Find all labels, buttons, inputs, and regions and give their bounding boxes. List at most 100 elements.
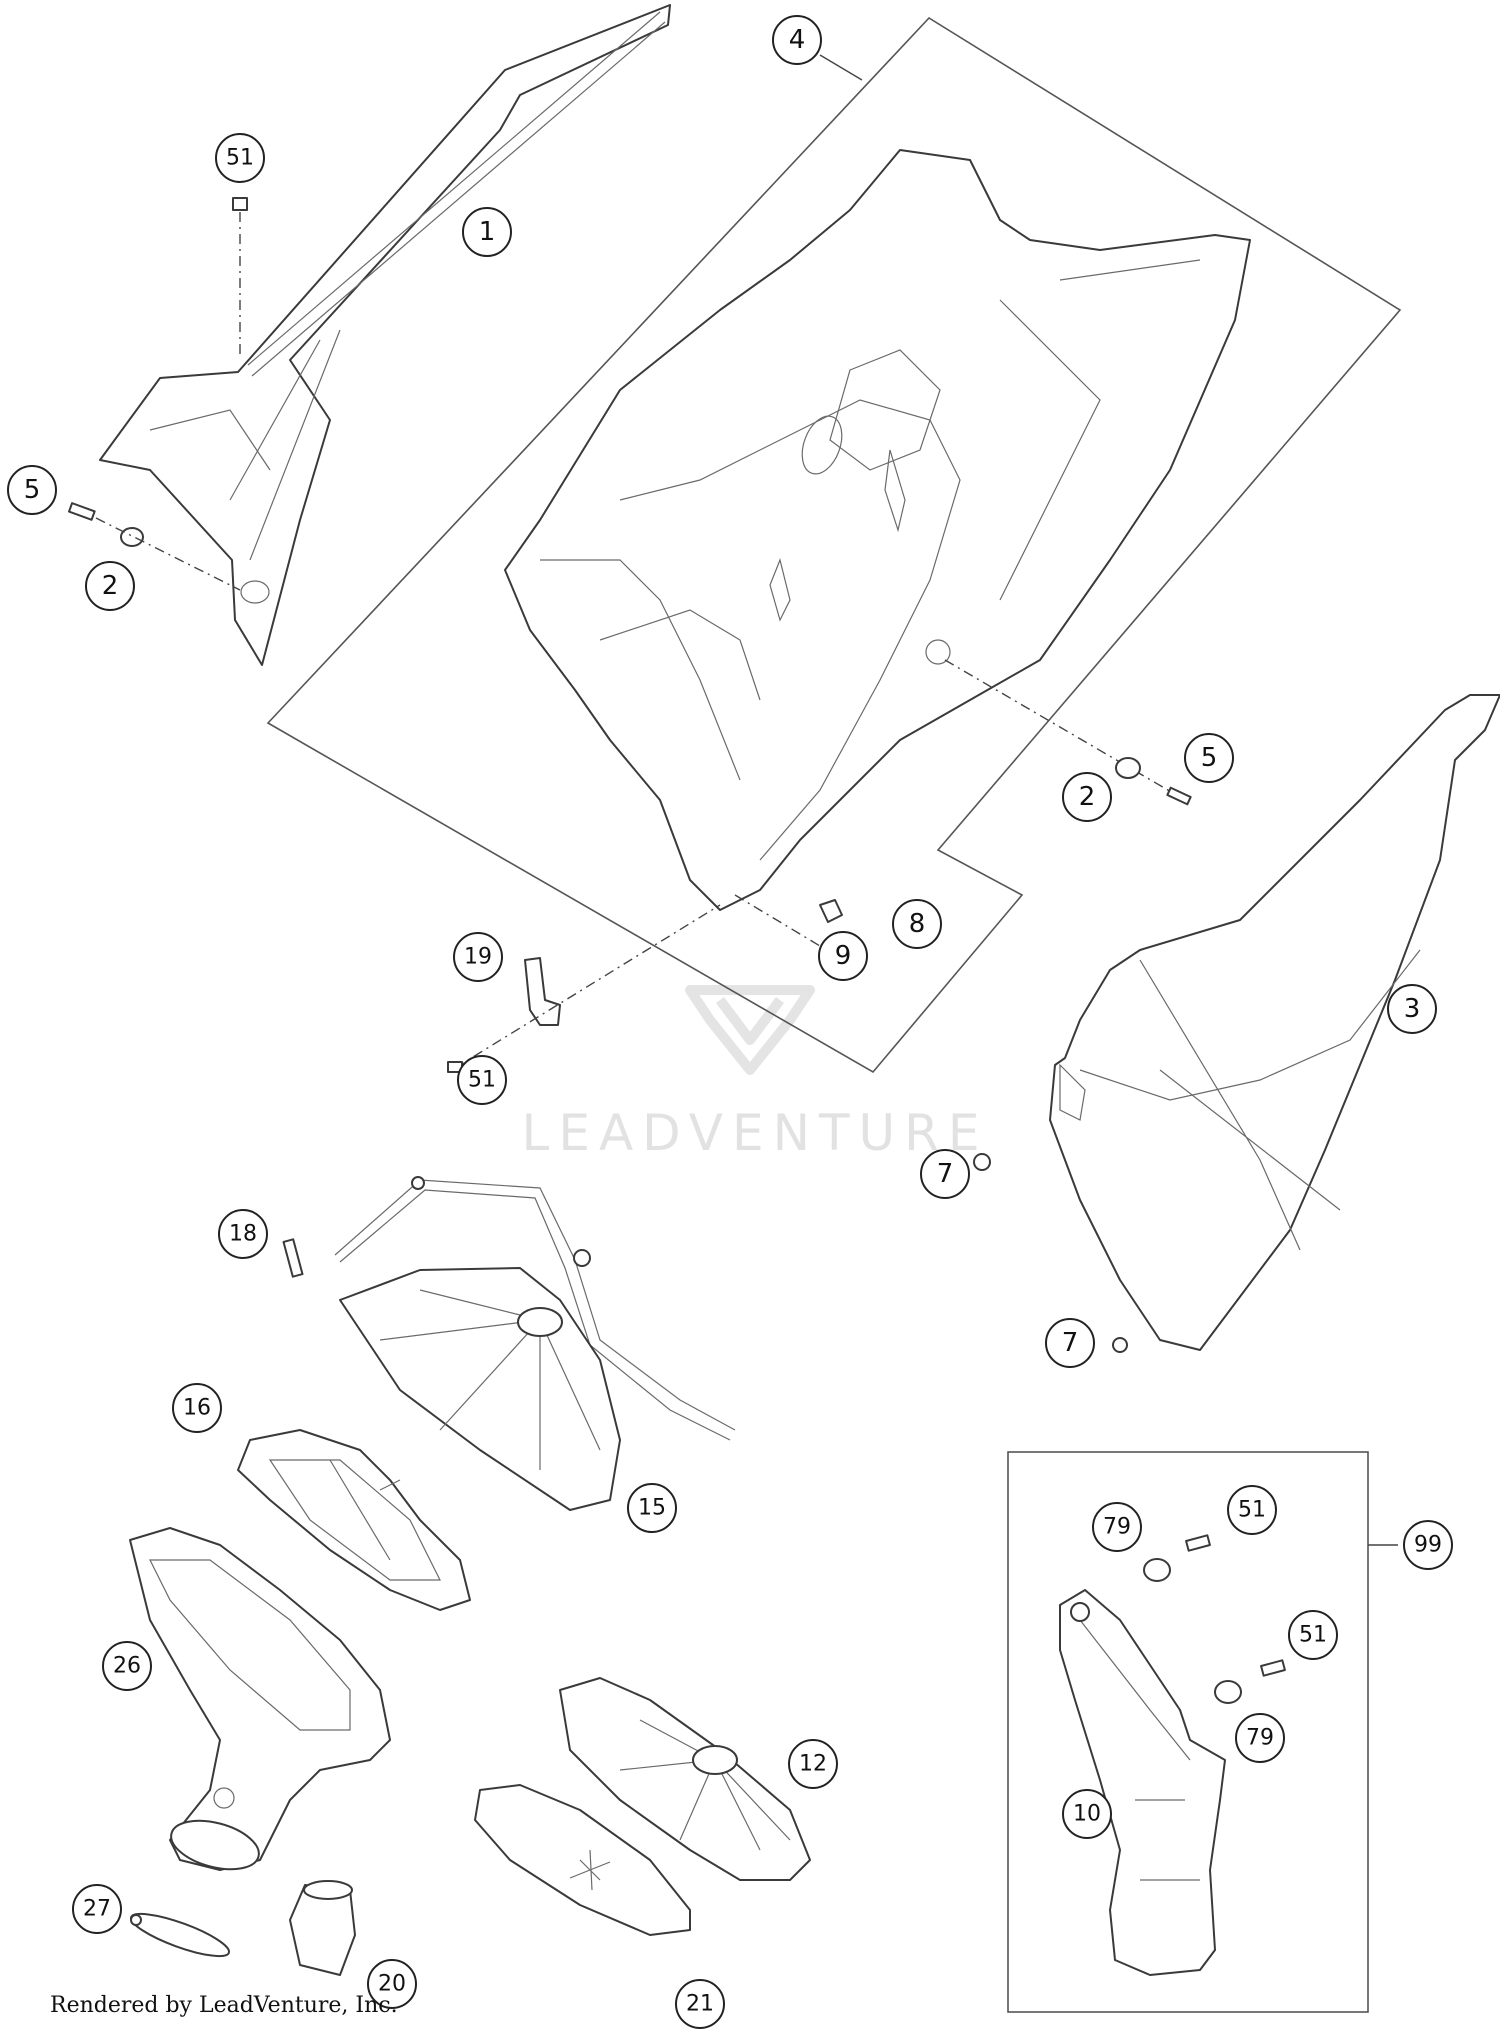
callout-3: 3 (1387, 984, 1437, 1034)
callout-circle (1387, 984, 1437, 1034)
part-10-intake-snorkel (1059, 1589, 1226, 1976)
callout-27: 27 (72, 1884, 122, 1934)
callout-9: 9 (818, 931, 868, 981)
filter-bracket (334, 1176, 736, 1441)
callout-label: 5 (1201, 743, 1218, 773)
callout-circle (457, 1055, 507, 1105)
callout-7b: 7 (1045, 1318, 1095, 1368)
callout-circle (102, 1641, 152, 1691)
callout-label: 9 (835, 941, 852, 971)
callout-label: 12 (799, 1752, 827, 1777)
callout-label: 79 (1246, 1726, 1274, 1751)
callout-label: 16 (183, 1396, 211, 1421)
clip-19 (447, 904, 721, 1073)
callout-79b: 79 (1235, 1713, 1285, 1763)
callout-label: 7 (937, 1159, 954, 1189)
watermark: LEADVENTURE (522, 985, 989, 1162)
callout-label: 51 (1238, 1498, 1266, 1523)
part-21-filter-foam (474, 1784, 691, 1936)
callout-20: 20 (367, 1959, 417, 2009)
callout-21: 21 (675, 1979, 725, 2029)
callout-circle (218, 1209, 268, 1259)
group-frame-4 (266, 16, 1402, 1074)
callout-circle (818, 931, 868, 981)
callout-circle (1092, 1502, 1142, 1552)
part-16-filter-cage (237, 1429, 471, 1611)
callout-circle (453, 932, 503, 982)
callout-circle (215, 133, 265, 183)
part-3-side-cover (1049, 694, 1500, 1351)
callout-51a: 51 (215, 133, 265, 183)
callout-circle (1045, 1318, 1095, 1368)
callout-label: 4 (789, 25, 806, 55)
callout-5a: 5 (7, 465, 57, 515)
callout-circle (367, 1959, 417, 2009)
part-12-air-filter (559, 1677, 811, 1881)
part-27-clamp (129, 1912, 231, 1958)
leader-4 (819, 54, 863, 81)
callout-circle (172, 1383, 222, 1433)
callout-group: 1223455778910121516181920212627515151517… (7, 15, 1453, 2029)
part-20-sleeve (289, 1880, 356, 1976)
callout-circle (772, 15, 822, 65)
bushing-79-lower (1214, 1680, 1242, 1704)
callout-label: 26 (113, 1654, 141, 1679)
callout-10: 10 (1062, 1789, 1112, 1839)
callout-label: 51 (468, 1068, 496, 1093)
callout-2b: 2 (1062, 772, 1112, 822)
callout-8: 8 (892, 899, 942, 949)
callout-12: 12 (788, 1739, 838, 1789)
callout-26: 26 (102, 1641, 152, 1691)
callout-label: 27 (83, 1897, 111, 1922)
screw-7-lower (1112, 1337, 1128, 1353)
callout-circle (85, 561, 135, 611)
callout-circle (1062, 772, 1112, 822)
callout-circle (1403, 1520, 1453, 1570)
pin-18 (282, 1238, 304, 1278)
part-15-filter-screen (339, 1267, 621, 1511)
screw-5-left (68, 502, 241, 591)
callout-16: 16 (172, 1383, 222, 1433)
callout-circle (1235, 1713, 1285, 1763)
callout-18: 18 (218, 1209, 268, 1259)
rendered-by-text: Rendered by LeadVenture, Inc. (50, 1993, 398, 2018)
callout-99: 99 (1403, 1520, 1453, 1570)
callout-circle (1227, 1485, 1277, 1535)
watermark-text: LEADVENTURE (522, 1104, 989, 1162)
callout-19: 19 (453, 932, 503, 982)
callout-circle (675, 1979, 725, 2029)
callout-circle (72, 1884, 122, 1934)
callout-label: 2 (102, 571, 119, 601)
callout-label: 10 (1073, 1802, 1101, 1827)
callout-79a: 79 (1092, 1502, 1142, 1552)
watermark-logo-icon (685, 985, 815, 1075)
callout-label: 20 (378, 1972, 406, 1997)
bolt-51-kit-upper (1185, 1534, 1211, 1552)
bushing-79-upper (1143, 1558, 1171, 1582)
callout-circle (788, 1739, 838, 1789)
callout-1: 1 (462, 207, 512, 257)
callout-4: 4 (772, 15, 822, 65)
callout-label: 15 (638, 1496, 666, 1521)
callout-label: 1 (479, 217, 496, 247)
callout-circle (462, 207, 512, 257)
callout-circle (892, 899, 942, 949)
callout-label: 7 (1062, 1328, 1079, 1358)
callout-2a: 2 (85, 561, 135, 611)
callout-label: 79 (1103, 1515, 1131, 1540)
callout-circle (1288, 1610, 1338, 1660)
callout-5b: 5 (1184, 733, 1234, 783)
callout-circle (920, 1149, 970, 1199)
callout-51d: 51 (1288, 1610, 1338, 1660)
callout-circle (1062, 1789, 1112, 1839)
callout-label: 18 (229, 1222, 257, 1247)
callout-circle (1184, 733, 1234, 783)
callout-circle (627, 1483, 677, 1533)
screw-5-right (944, 659, 1192, 806)
part-26-intake-boot (129, 1527, 391, 1871)
part-1-intake-duct (99, 4, 671, 666)
bolt-51-top (232, 197, 248, 355)
callout-circle (7, 465, 57, 515)
callout-label: 99 (1414, 1533, 1442, 1558)
